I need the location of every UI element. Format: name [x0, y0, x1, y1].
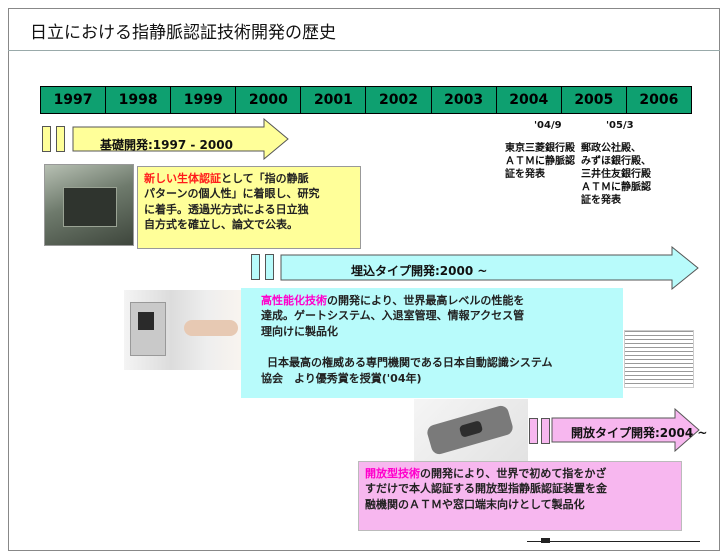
highlight-text: 新しい生体認証: [144, 172, 221, 185]
year-cell: 2001: [301, 87, 367, 113]
description-line: 融機関のＡＴＭや窓口端末向けとして製品化: [365, 497, 585, 511]
open-phase-label: 開放タイプ開発:2004 ~: [571, 426, 708, 440]
year-cell: 2003: [431, 87, 497, 113]
date-note-2005: '05/3: [606, 120, 634, 131]
phase-marker: [265, 254, 274, 280]
prototype-device-photo: [44, 164, 134, 246]
basic-description-box: 新しい生体認証として「指の静脈 パターンの個人性」に着眼し、研究 に着手。透過光…: [137, 166, 361, 249]
open-device-photo: [414, 399, 528, 463]
year-cell: 2000: [236, 87, 302, 113]
embedded-phase-arrow: [280, 246, 699, 290]
open-phase-arrow: [551, 408, 700, 452]
embedded-phase-label: 埋込タイプ開発:2000 ~: [351, 264, 488, 278]
note-line: ＡＴＭに静脈認: [505, 156, 575, 167]
description-line: の開発により、世界最高レベルの性能を: [327, 294, 525, 307]
phase-marker: [42, 126, 51, 152]
description-line: 達成。ゲートシステム、入退室管理、情報アクセス管: [261, 309, 525, 323]
certificate-image: [624, 330, 694, 388]
year-cell: 2006: [626, 87, 691, 113]
phase-marker: [541, 418, 550, 444]
slide-frame: [8, 8, 720, 551]
embedded-description-box: 高性能化技術の開発により、世界最高レベルの性能を 達成。ゲートシステム、入退室管…: [241, 288, 623, 398]
event-note-2005: 郵政公社殿、 みずほ銀行殿、 三井住友銀行殿 ＡＴＭに静脈認 証を発表: [581, 142, 651, 207]
year-cell: 2005: [561, 87, 627, 113]
description-line: 協会 より優秀賞を授賞('04年): [261, 371, 422, 385]
description-line: の開発により、世界で初めて指をかざ: [420, 467, 607, 480]
note-line: 東京三菱銀行殿: [505, 143, 575, 154]
event-note-2004: 東京三菱銀行殿 ＡＴＭに静脈認 証を発表: [505, 142, 575, 181]
description-line: 理向けに製品化: [261, 324, 338, 338]
year-cell: 2004: [496, 87, 562, 113]
note-line: みずほ銀行殿、: [581, 156, 651, 167]
year-cell: 1998: [106, 87, 172, 113]
phase-marker: [56, 126, 65, 152]
basic-phase-arrow: [72, 118, 289, 160]
basic-phase-label: 基礎開発:1997 - 2000: [100, 138, 233, 152]
highlight-text: 高性能化技術: [261, 294, 327, 307]
title-divider: [8, 50, 720, 51]
description-line: パターンの個人性」に着眼し、研究: [144, 187, 320, 201]
bottom-rule: [527, 541, 700, 542]
year-cell: 1999: [171, 87, 237, 113]
date-note-2004: '04/9: [534, 120, 562, 131]
note-line: 郵政公社殿、: [581, 143, 641, 154]
description-line: 自方式を確立し、論文で公表。: [144, 218, 298, 232]
year-cell: 1997: [41, 87, 107, 113]
note-line: 証を発表: [581, 195, 621, 206]
page-title: 日立における指静脈認証技術開発の歴史: [30, 23, 336, 43]
bottom-tick: [541, 538, 550, 543]
description-line: に着手。透過光方式による日立独: [144, 202, 309, 216]
terminal-photo: [124, 290, 242, 370]
phase-marker: [251, 254, 260, 280]
note-line: 証を発表: [505, 169, 545, 180]
description-line: 日本最高の権威ある専門機関である日本自動認識システム: [267, 356, 553, 370]
note-line: ＡＴＭに静脈認: [581, 182, 651, 193]
note-line: 三井住友銀行殿: [581, 169, 651, 180]
year-timeline: 1997 1998 1999 2000 2001 2002 2003 2004 …: [40, 86, 692, 114]
year-cell: 2002: [366, 87, 432, 113]
highlight-text: 開放型技術: [365, 467, 420, 480]
description-line: として「指の静脈: [221, 172, 309, 185]
open-description-box: 開放型技術の開発により、世界で初めて指をかざ すだけで本人認証する開放型指静脈認…: [358, 461, 682, 531]
phase-marker: [529, 418, 538, 444]
description-line: すだけで本人認証する開放型指静脈認証装置を金: [365, 482, 607, 496]
